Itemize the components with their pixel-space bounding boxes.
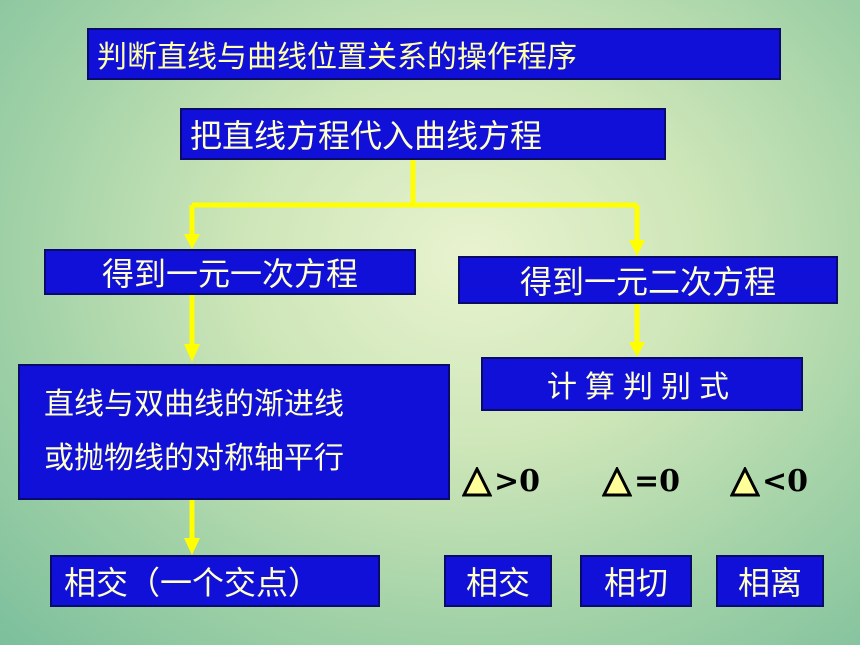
linear-equation-box: 得到一元一次方程 [44,249,416,295]
quadratic-equation-box: 得到一元二次方程 [458,256,838,304]
delta-icon [730,466,760,496]
arrow-head-left [184,234,200,249]
asymptote-line-2: 或抛物线的对称轴平行 [44,441,344,476]
arrow-head-result [184,538,200,555]
condition-lt: <0 [730,464,808,499]
result-tangent-box: 相切 [580,555,692,607]
flowchart-title: 判断直线与曲线位置关系的操作程序 [87,28,781,80]
asymptote-condition-box: 直线与双曲线的渐进线 或抛物线的对称轴平行 [18,364,450,500]
discriminant-box: 计算判别式 [481,357,803,411]
delta-icon [462,466,492,496]
condition-lt-text: <0 [762,464,809,499]
condition-gt-text: >0 [494,464,541,499]
condition-eq-text: =0 [634,464,681,499]
result-separate-box: 相离 [716,555,824,607]
arrow-head-right [629,240,645,256]
substitute-step-box: 把直线方程代入曲线方程 [180,108,666,160]
arrow-head-asymptote [184,344,200,362]
result-intersect-box: 相交 [444,555,552,607]
condition-gt: >0 [462,464,540,499]
condition-eq: =0 [602,464,680,499]
arrow-head-discriminant [629,342,645,357]
delta-icon [602,466,632,496]
asymptote-line-1: 直线与双曲线的渐进线 [44,387,344,422]
result-linear-box: 相交（一个交点） [50,555,380,607]
